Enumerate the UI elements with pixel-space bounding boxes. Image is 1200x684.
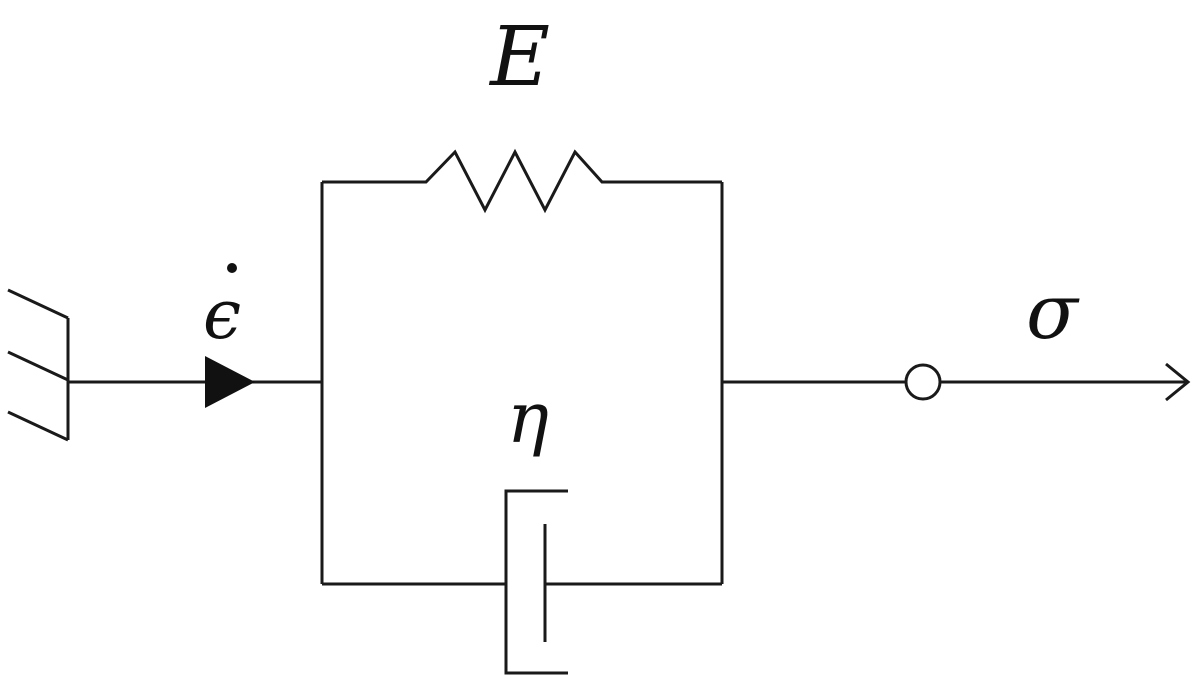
strain-rate-symbol: ϵ — [203, 276, 241, 355]
dashpot-element — [322, 489, 722, 675]
strain-rate-label: ϵ — [203, 263, 241, 355]
spring-element — [322, 148, 722, 214]
spring-modulus-label: E — [488, 10, 550, 105]
stress-label: σ — [1026, 267, 1080, 356]
dashpot-viscosity-label: η — [507, 377, 549, 459]
fixed-wall-support — [7, 288, 70, 442]
strain-rate-dot — [227, 263, 237, 273]
strain-rate-arrowhead — [205, 356, 255, 408]
output-arrowhead — [1165, 362, 1191, 402]
output-node — [904, 363, 942, 401]
